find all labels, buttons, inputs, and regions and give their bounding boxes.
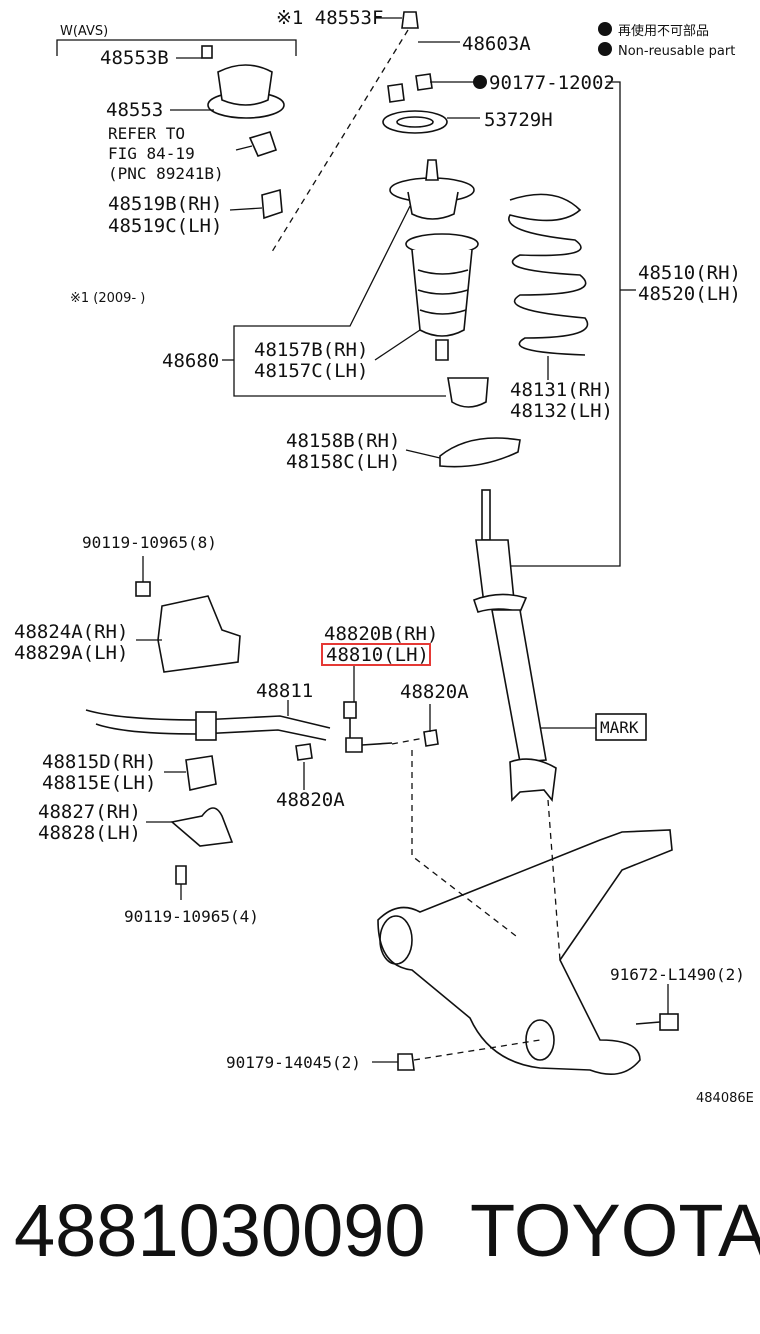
part-label-48820a-lower: 48820A <box>276 789 345 811</box>
shock-absorber-illustration <box>472 489 557 802</box>
part-label-48829a: 48829A(LH) <box>14 642 128 664</box>
part-label-48827: 48827(RH) <box>38 801 141 823</box>
stabilizer-link-illustration <box>343 701 439 753</box>
bushing-bracket-illustration <box>170 807 234 885</box>
part-label-48553: 48553 <box>106 99 163 121</box>
coil-spring-illustration <box>508 193 589 356</box>
arm-bolt-illustration <box>635 1013 679 1031</box>
part-label-48828: 48828(LH) <box>38 822 141 844</box>
strut-top-hardware <box>382 11 448 134</box>
part-label-48815d: 48815D(RH) <box>42 751 156 773</box>
group-label: W(AVS) <box>60 24 108 39</box>
part-label-48815e: 48815E(LH) <box>42 772 156 794</box>
part-label-48131: 48131(RH) <box>510 379 613 401</box>
stabilizer-bushing-illustration <box>185 755 217 791</box>
part-label-90119-4: 90119-10965(4) <box>124 907 259 926</box>
refer-line-1: REFER TO <box>108 124 185 143</box>
part-label-48519c: 48519C(LH) <box>108 215 222 237</box>
part-label-48157c: 48157C(LH) <box>254 360 368 382</box>
arm-nut-illustration <box>397 1053 415 1071</box>
part-label-48680: 48680 <box>162 350 219 372</box>
mount-bracket-illustration <box>135 581 241 673</box>
legend-line-1: 再使用不可部品 <box>618 23 709 39</box>
part-label-53729h: 53729H <box>484 109 553 131</box>
part-label-48158b: 48158B(RH) <box>286 430 400 452</box>
part-label-48824a: 48824A(RH) <box>14 621 128 643</box>
part-label-90179: 90179-14045(2) <box>226 1053 361 1072</box>
part-label-48520: 48520(LH) <box>638 283 741 305</box>
part-label-48810: 48810(LH) <box>326 644 429 666</box>
part-label-48158c: 48158C(LH) <box>286 451 400 473</box>
part-label-90119-8: 90119-10965(8) <box>82 533 217 552</box>
part-label-48510: 48510(RH) <box>638 262 741 284</box>
stabilizer-bar-illustration <box>85 709 331 761</box>
refer-line-3: (PNC 89241B) <box>108 164 224 183</box>
mark-callout <box>595 713 647 741</box>
non-reusable-marker-icon <box>598 22 612 36</box>
refer-line-2: FIG 84-19 <box>108 144 195 163</box>
part-label-48553f: ※1 48553F <box>276 7 383 29</box>
upper-mount-illustration <box>201 45 285 220</box>
part-label-48820b: 48820B(RH) <box>324 623 438 645</box>
part-label-48820a-upper: 48820A <box>400 681 469 703</box>
lower-control-arm-illustration <box>377 829 673 1076</box>
part-label-48811: 48811 <box>256 680 313 702</box>
highlighted-part-box <box>321 643 431 666</box>
footer-part-number: 4881030090 <box>14 1189 426 1272</box>
part-label-48157b: 48157B(RH) <box>254 339 368 361</box>
mark-label: MARK <box>600 718 639 737</box>
bump-stopper-illustration <box>447 377 489 408</box>
model-year-note: ※1 (2009- ) <box>70 291 145 306</box>
part-label-48519b: 48519B(RH) <box>108 193 222 215</box>
part-label-90177: 90177-12002 <box>489 72 615 94</box>
dust-boot-illustration <box>405 233 479 361</box>
non-reusable-marker-icon <box>598 42 612 56</box>
part-label-91672: 91672-L1490(2) <box>610 965 745 984</box>
part-label-48603a: 48603A <box>462 33 531 55</box>
illustration-code: 484086E <box>696 1091 754 1106</box>
upper-support-illustration <box>389 159 475 220</box>
part-label-48132: 48132(LH) <box>510 400 613 422</box>
non-reusable-marker-icon <box>473 75 487 89</box>
lower-insulator-illustration <box>439 437 521 468</box>
group-bracket <box>56 39 297 56</box>
footer-brand: TOYOTA <box>470 1189 760 1272</box>
legend-line-2: Non-reusable part <box>618 44 735 59</box>
part-label-48553b: 48553B <box>100 47 169 69</box>
